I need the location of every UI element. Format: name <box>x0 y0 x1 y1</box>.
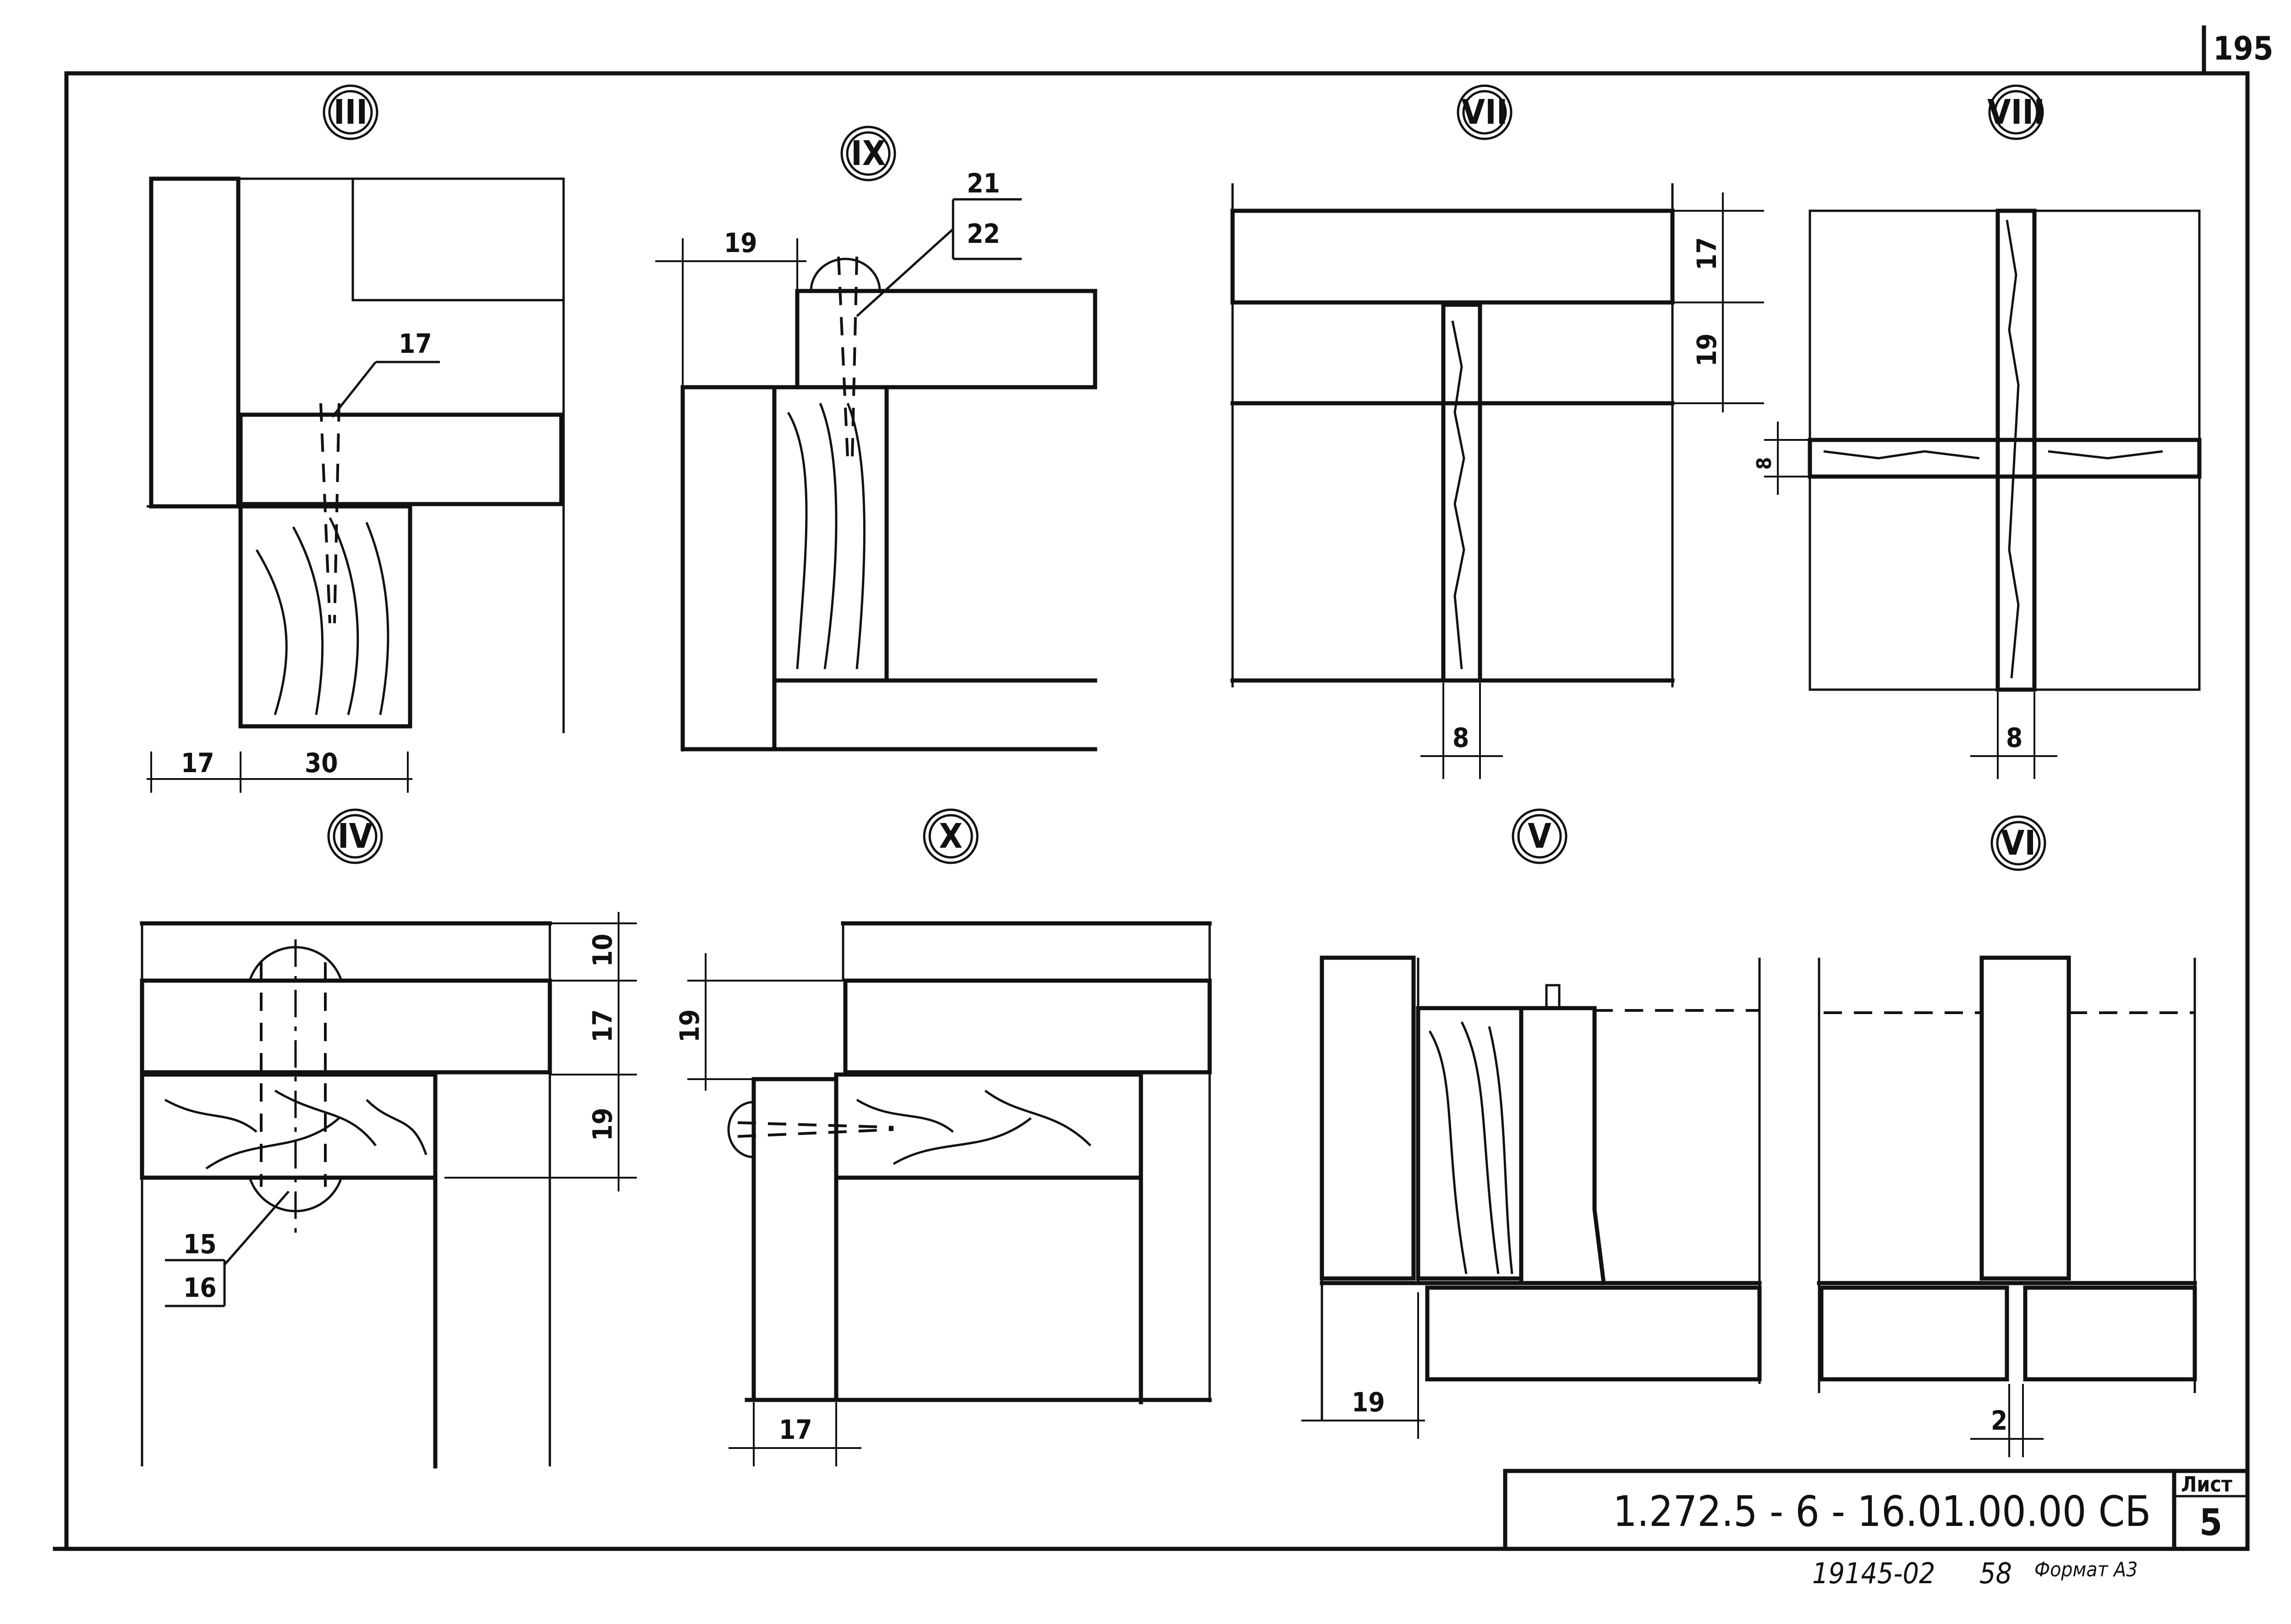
view-x-label: X <box>939 817 962 856</box>
v10-dim-b: 17 <box>779 1414 812 1445</box>
v4-callout-bottom: 16 <box>183 1272 217 1303</box>
v3-callout-label: 17 <box>399 328 432 359</box>
v4-dim-b: 17 <box>587 1009 618 1042</box>
v9-callout-top: 21 <box>967 168 1000 199</box>
v3-dim-a: 17 <box>181 747 214 779</box>
v10-dim-a: 19 <box>674 1009 705 1042</box>
page-number: 195 <box>2213 30 2273 67</box>
title-block <box>1503 1469 2250 1551</box>
view-viii: VIII 8 8 <box>1753 84 2202 779</box>
v6-dim-a: 2 <box>1991 1405 2007 1436</box>
v4-dim-a: 10 <box>587 933 618 967</box>
v8-dim-a: 8 <box>1753 457 1776 470</box>
view-v: V 19 <box>1301 808 1762 1439</box>
format-label: Формат А3 <box>2034 1558 2138 1581</box>
v9-dim-a: 19 <box>724 227 757 258</box>
copy-number: 58 <box>1979 1557 2012 1590</box>
v8-dim-b: 8 <box>2006 722 2022 753</box>
drawing-designation: 1.272.5 - 6 - 16.01.00.00 СБ <box>1613 1487 2151 1536</box>
view-iii-label: III <box>334 93 367 132</box>
view-vi-label: VI <box>2001 823 2036 863</box>
v9-callout-bottom: 22 <box>967 218 1000 249</box>
v3-dim-b: 30 <box>305 747 338 779</box>
v5-dim-a: 19 <box>1352 1387 1385 1418</box>
v4-callout-top: 15 <box>183 1229 217 1260</box>
v4-dim-c: 19 <box>587 1108 618 1141</box>
sheet-frame <box>53 25 2250 1551</box>
view-iii: III 17 17 30 <box>147 84 565 793</box>
view-ix: IX 19 21 22 <box>655 126 1097 752</box>
view-viii-label: VIII <box>1987 93 2045 132</box>
v7-dim-a: 17 <box>1691 237 1722 270</box>
v7-dim-b: 19 <box>1691 333 1722 367</box>
view-vii: VII 17 19 8 <box>1230 84 1764 779</box>
view-vii-label: VII <box>1461 93 1507 132</box>
view-ix-label: IX <box>851 134 886 173</box>
view-iv-label: IV <box>338 817 373 856</box>
view-x: X 19 17 <box>674 808 1212 1466</box>
sheet-number: 5 <box>2199 1501 2222 1544</box>
inventory-number: 19145-02 <box>1812 1557 1935 1590</box>
view-vi: VI 2 <box>1817 815 2197 1457</box>
v7-dim-c: 8 <box>1452 722 1469 753</box>
view-iv: IV 15 16 10 17 19 <box>140 808 637 1469</box>
sheet-label: Лист <box>2181 1472 2232 1497</box>
view-v-label: V <box>1528 817 1551 856</box>
